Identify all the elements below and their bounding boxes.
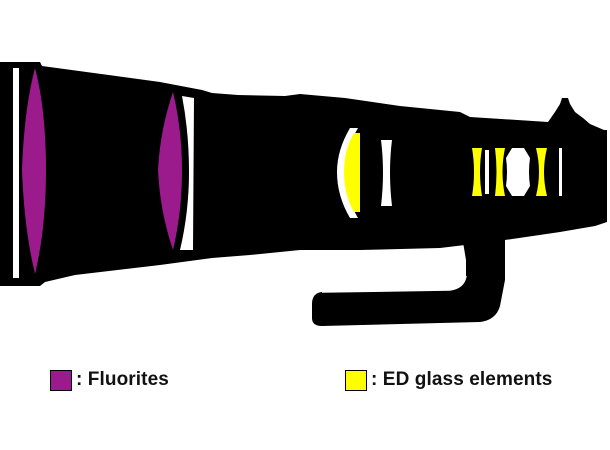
rear-ed-element-3 [536,148,547,196]
lens-cross-section-diagram [0,62,607,326]
lens-barrel [0,62,607,286]
legend-fluorites: : Fluorites [50,369,169,391]
second-group-glass-element [180,96,194,250]
rear-glass-element-3 [559,148,562,196]
third-group-glass-rim [337,128,358,218]
rear-glass-element-2 [506,148,530,196]
rear-glass-element-1 [485,150,489,194]
front-fluorite-element [22,68,46,274]
tripod-foot-outline [321,275,467,293]
rear-ed-element-1 [472,148,482,196]
ed-glass-color-swatch [345,369,367,391]
third-ed-element [344,133,360,212]
tripod-foot [312,236,505,326]
fluorite-color-swatch [50,369,72,391]
third-group-thin-element [381,140,392,206]
legend-ed-glass: : ED glass elements [345,369,552,391]
front-protective-glass [13,68,19,278]
legend-fluorites-label: : Fluorites [76,369,169,390]
legend-ed-glass-label: : ED glass elements [371,369,553,390]
rear-ed-element-2 [495,148,505,196]
second-fluorite-element [158,92,182,250]
